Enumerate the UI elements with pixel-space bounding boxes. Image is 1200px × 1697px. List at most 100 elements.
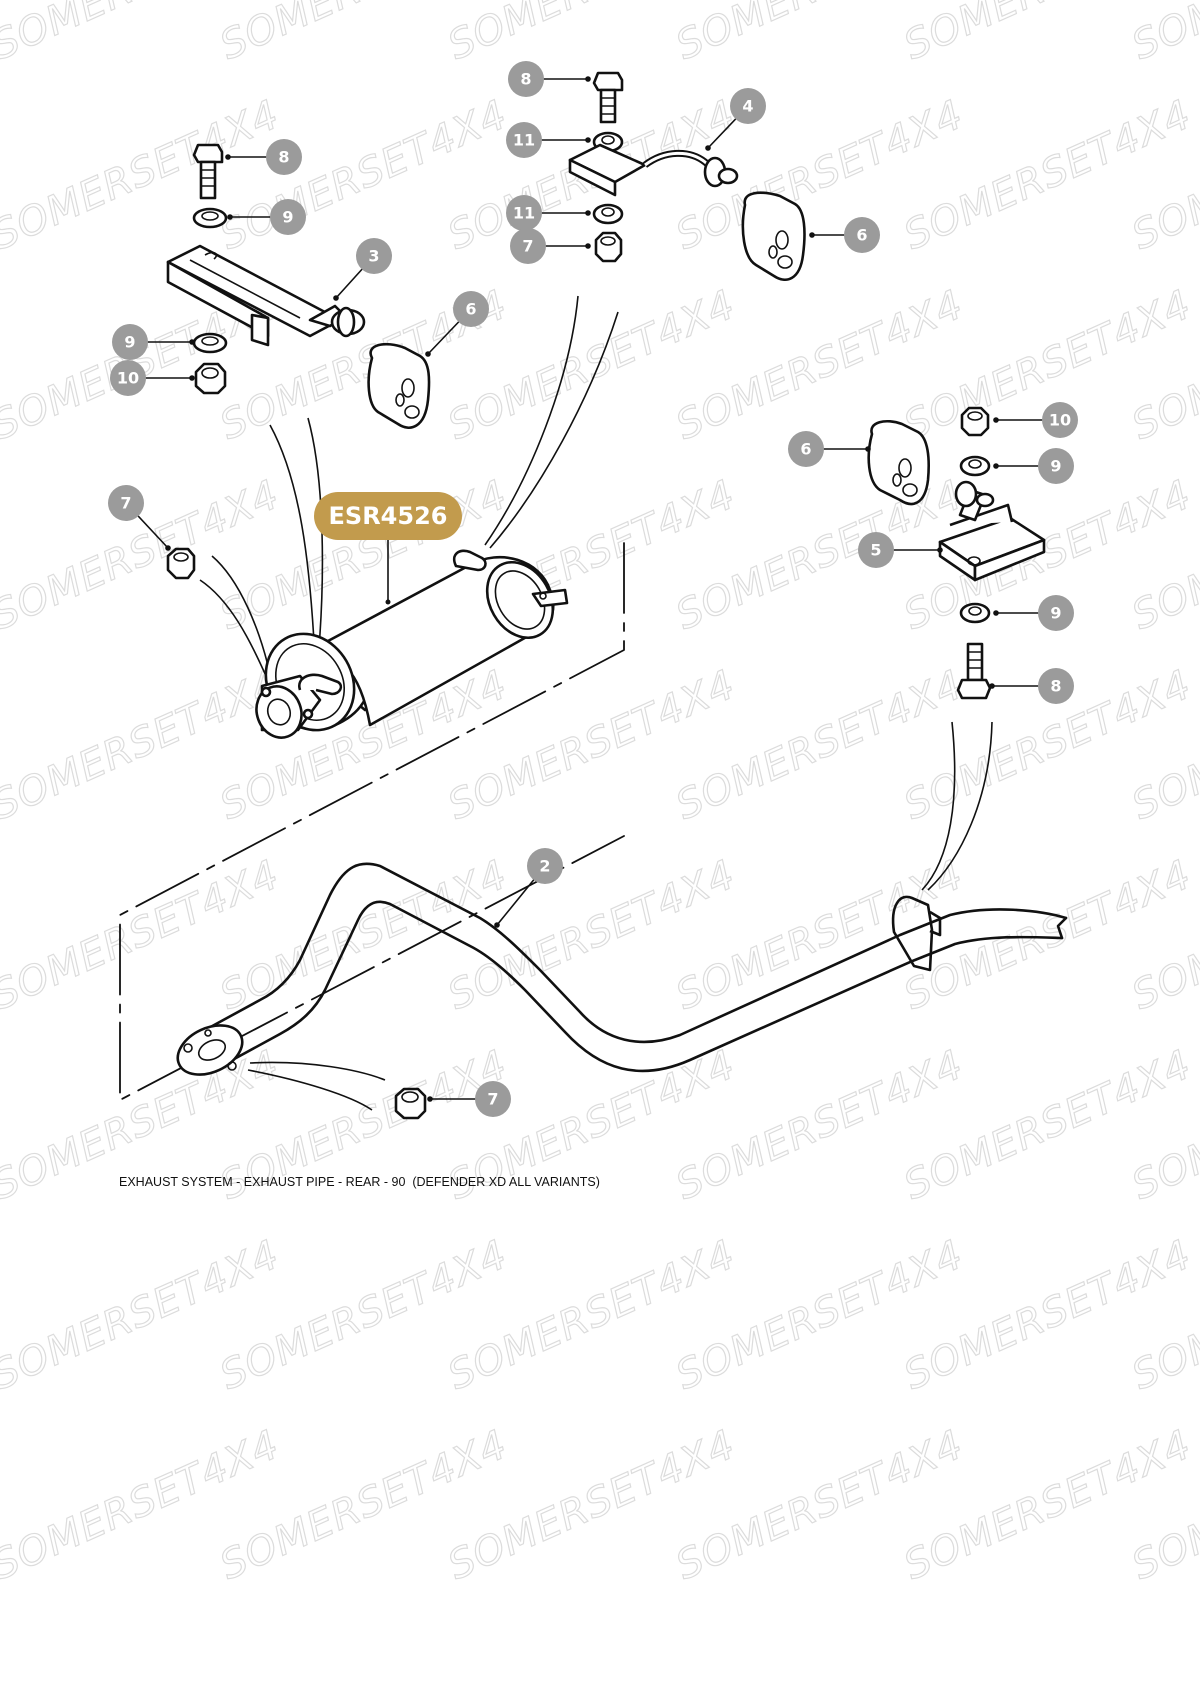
callout-3[interactable]: 3 <box>333 238 392 301</box>
callout-label: 4 <box>742 97 753 116</box>
callout-8[interactable]: 8 <box>508 61 591 97</box>
callout-badge <box>108 485 144 521</box>
callout-6[interactable]: 6 <box>788 431 871 467</box>
callout-9[interactable]: 9 <box>993 448 1074 484</box>
callout-badge <box>1042 402 1078 438</box>
callout-badge <box>1038 595 1074 631</box>
callout-dot <box>585 76 591 82</box>
washer-9-right-bottom <box>959 602 991 624</box>
rubber-mount-6-left <box>367 342 431 429</box>
callout-badge <box>110 360 146 396</box>
callout-dot <box>189 375 195 381</box>
callout-dot <box>865 446 871 452</box>
callout-label: 9 <box>282 208 293 227</box>
callout-9[interactable]: 9 <box>112 324 195 360</box>
callout-6[interactable]: 6 <box>809 217 880 253</box>
callout-label: 8 <box>1050 677 1061 696</box>
callout-badge <box>844 217 880 253</box>
callout-7[interactable]: 7 <box>427 1081 511 1117</box>
callout-badge <box>266 139 302 175</box>
callout-6[interactable]: 6 <box>425 291 489 357</box>
callout-10[interactable]: 10 <box>110 360 195 396</box>
washer-9-left-top <box>192 207 228 229</box>
callout-badge <box>788 431 824 467</box>
callout-7[interactable]: 7 <box>108 485 171 551</box>
bolt-8-right <box>956 642 992 700</box>
callout-label: 9 <box>1050 604 1061 623</box>
callout-badge <box>1038 448 1074 484</box>
washer-9-left-bottom <box>192 332 228 354</box>
callout-label: 10 <box>1049 411 1071 430</box>
callout-dot <box>993 417 999 423</box>
callout-4[interactable]: 4 <box>705 88 766 151</box>
bolt-8-left <box>192 143 224 200</box>
callout-label: 9 <box>124 333 135 352</box>
callout-dot <box>427 1096 433 1102</box>
callout-badge <box>112 324 148 360</box>
callout-dot <box>165 545 171 551</box>
nut-7-left <box>166 547 196 580</box>
washer-11-lower <box>592 203 624 225</box>
callout-label: 11 <box>513 204 535 223</box>
callout-dot <box>993 463 999 469</box>
callout-label: 6 <box>465 300 476 319</box>
callout-dot <box>227 214 233 220</box>
callout-label: 9 <box>1050 457 1061 476</box>
callout-dot <box>585 243 591 249</box>
callout-label: 10 <box>117 369 139 388</box>
callout-dot <box>989 683 995 689</box>
callout-8[interactable]: 8 <box>989 668 1074 704</box>
rubber-mount-6-right <box>867 420 930 506</box>
nut-10-right <box>960 406 990 437</box>
callout-label: 6 <box>856 226 867 245</box>
callout-11[interactable]: 11 <box>506 195 591 231</box>
rear-silencer-esr4526 <box>255 549 569 739</box>
callout-dot <box>333 295 339 301</box>
exhaust-pipe-2 <box>176 862 1068 1076</box>
callout-label: 2 <box>539 857 550 876</box>
callout-dot <box>189 339 195 345</box>
callout-label: 6 <box>800 440 811 459</box>
callout-badge <box>858 532 894 568</box>
washer-9-right-top <box>959 455 991 477</box>
callout-label: 8 <box>520 70 531 89</box>
callout-label: 7 <box>487 1090 498 1109</box>
callout-badge <box>510 228 546 264</box>
callout-8[interactable]: 8 <box>225 139 302 175</box>
callout-badge <box>527 848 563 884</box>
callout-label: 8 <box>278 148 289 167</box>
bolt-8-top <box>592 71 624 124</box>
callout-11[interactable]: 11 <box>506 122 591 158</box>
hanger-bracket-3 <box>166 244 366 347</box>
callout-badge <box>506 195 542 231</box>
callout-badge <box>453 291 489 327</box>
callout-badge <box>356 238 392 274</box>
callout-badge <box>506 122 542 158</box>
callout-dot <box>425 351 431 357</box>
callout-dot <box>937 547 943 553</box>
callout-label: 7 <box>120 494 131 513</box>
callout-badge <box>1038 668 1074 704</box>
callout-dot <box>585 210 591 216</box>
callout-dot <box>993 610 999 616</box>
rubber-mount-6-top <box>741 191 806 281</box>
part-number-tag[interactable]: ESR4526 <box>314 492 462 540</box>
callout-9[interactable]: 9 <box>993 595 1074 631</box>
nut-7-bottom <box>394 1087 427 1120</box>
callout-7[interactable]: 7 <box>510 228 591 264</box>
callout-5[interactable]: 5 <box>858 532 943 568</box>
bracket-4 <box>568 143 739 197</box>
assembly-dash-outline <box>119 542 625 1101</box>
callout-badge <box>730 88 766 124</box>
callout-layer: 8 9 3 6 9 10 8 11 11 7 4 6 7 6 10 9 5 9 8 2 7 <box>108 61 1078 1117</box>
diagram-caption: EXHAUST SYSTEM - EXHAUST PIPE - REAR - 9… <box>119 1175 600 1189</box>
nut-7-top <box>594 231 623 263</box>
callout-dot <box>225 154 231 160</box>
callout-9[interactable]: 9 <box>227 199 306 235</box>
callout-2[interactable]: 2 <box>494 848 563 928</box>
callout-10[interactable]: 10 <box>993 402 1078 438</box>
callout-label: 7 <box>522 237 533 256</box>
callout-dot <box>494 922 500 928</box>
